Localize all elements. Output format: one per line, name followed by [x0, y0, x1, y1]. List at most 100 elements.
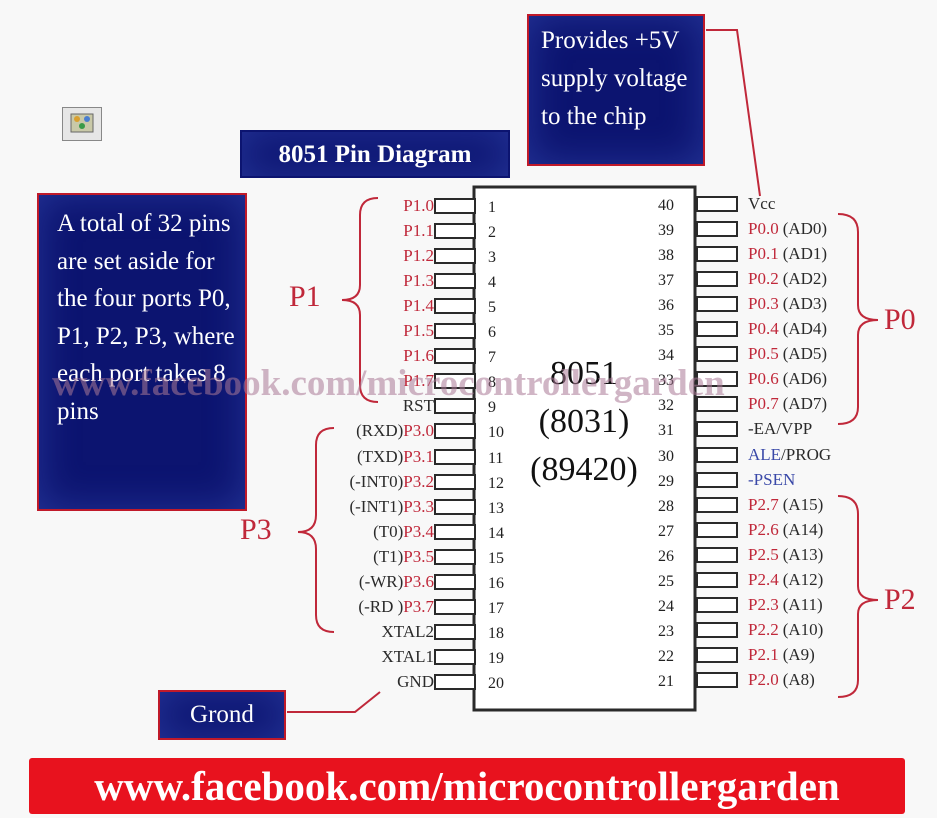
pin-function: (AD5): [782, 344, 828, 364]
pin-function: (A9): [782, 644, 815, 664]
pin-number: 14: [488, 524, 504, 542]
pin-stub: [434, 498, 476, 515]
pin-stub: [434, 348, 476, 365]
pin-number: 16: [488, 574, 504, 592]
pin-row-18: XTAL2 18: [290, 621, 510, 643]
pin-stub: [434, 298, 476, 315]
pin-function: (A8): [782, 669, 815, 689]
pin-label: P2.2(A10): [748, 619, 823, 641]
pin-stub: [696, 546, 738, 563]
pin-row-5: P1.4 5: [290, 295, 510, 317]
p3-brace: [297, 427, 335, 633]
pin-name: P3.7: [403, 596, 434, 616]
pin-stub: [696, 371, 738, 388]
pin-label: -PSEN: [748, 469, 795, 491]
pin-label: P1.3: [403, 270, 434, 292]
pin-label: (T0)P3.4: [373, 521, 434, 543]
pin-function: (-RD ): [358, 596, 404, 616]
pin-stub: [696, 596, 738, 613]
footer-url-bar[interactable]: www.facebook.com/microcontrollergarden: [29, 758, 905, 814]
pin-number: 22: [658, 647, 674, 665]
pin-stub: [434, 223, 476, 240]
footer-url[interactable]: www.facebook.com/microcontrollergarden: [94, 763, 840, 809]
pin-stub: [696, 571, 738, 588]
pin-number: 8: [488, 374, 496, 392]
pin-label: Vcc: [748, 193, 775, 215]
vcc-note: Provides +5V supply voltage to the chip: [527, 14, 705, 166]
pin-stub: [696, 296, 738, 313]
pin-label: (RXD)P3.0: [356, 420, 434, 442]
pin-label: P0.6(AD6): [748, 368, 827, 390]
pin-number: 21: [658, 672, 674, 690]
pin-function: XTAL1: [381, 646, 434, 666]
pin-name: P3.3: [403, 496, 434, 516]
pin-function: (AD4): [782, 319, 828, 339]
pin-label: P1.6: [403, 345, 434, 367]
pin-stub: [434, 673, 476, 690]
pin-function: (-INT0): [349, 471, 404, 491]
pin-function: (RXD): [356, 421, 404, 441]
port-label-p1: P1: [289, 280, 321, 313]
pin-function: (AD0): [782, 219, 828, 239]
pin-stub: [434, 473, 476, 490]
pin-label: XTAL1: [382, 646, 434, 668]
pin-function: -EA/VPP: [748, 419, 813, 439]
pin-name: P0.5: [748, 344, 779, 364]
pin-name: P1.6: [403, 346, 434, 366]
pin-number: 39: [658, 222, 674, 240]
pin-name: P0.0: [748, 219, 779, 239]
pin-function: (T0): [373, 521, 404, 541]
port-label-p0: P0: [884, 303, 916, 336]
pin-function: (AD2): [782, 269, 828, 289]
pin-function: RST: [402, 396, 434, 416]
pin-function: (AD1): [782, 244, 828, 264]
pin-label: P2.7(A15): [748, 494, 823, 516]
chip-label: 8051 (8031) (89420): [474, 355, 694, 495]
ground-pointer: [287, 691, 381, 713]
pin-name: P3.2: [403, 471, 434, 491]
pin-name: P2.6: [748, 519, 779, 539]
pin-number: 40: [658, 197, 674, 214]
pin-name: P1.7: [403, 371, 434, 391]
ground-note: Grond: [158, 690, 286, 740]
pin-function: (AD7): [782, 394, 828, 414]
pin-name: P2.7: [748, 494, 779, 514]
pin-number: 12: [488, 474, 504, 492]
pin-stub: [434, 398, 476, 415]
pin-stub: [696, 271, 738, 288]
pin-name: P2.1: [748, 644, 779, 664]
image-icon[interactable]: [62, 107, 102, 141]
p0-brace: [837, 213, 879, 425]
pin-function: XTAL2: [381, 621, 434, 641]
pin-row-22: 22 P2.1(A9): [658, 644, 878, 666]
pin-stub: [696, 421, 738, 438]
pin-number: 36: [658, 297, 674, 315]
pin-number: 5: [488, 299, 496, 317]
pin-label: P2.3(A11): [748, 594, 823, 616]
pin-function: (A13): [782, 544, 824, 564]
pin-number: 2: [488, 224, 496, 242]
pin-row-12: (-INT0)P3.2 12: [290, 471, 510, 493]
pin-name: P1.4: [403, 296, 434, 316]
pin-label: P0.0(AD0): [748, 218, 827, 240]
pin-label: P2.5(A13): [748, 544, 823, 566]
pin-number: 18: [488, 624, 504, 642]
pin-stub: [696, 671, 738, 688]
pin-stub: [696, 346, 738, 363]
pin-label: (-INT0)P3.2: [349, 471, 434, 493]
pin-label: GND: [397, 671, 434, 693]
pin-number: 23: [658, 622, 674, 640]
